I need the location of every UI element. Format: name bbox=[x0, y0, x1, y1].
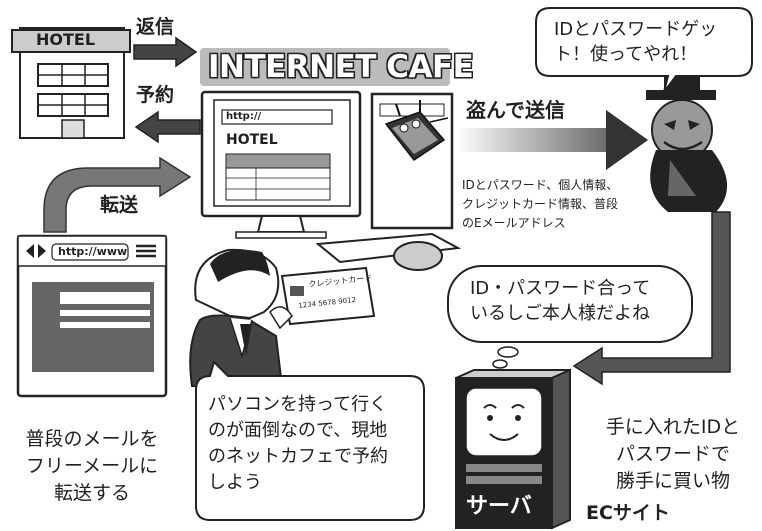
steal-send-arrow bbox=[456, 110, 648, 170]
ec-site-label: ECサイト bbox=[586, 502, 670, 524]
booking-label: 予約 bbox=[136, 84, 175, 106]
user-character bbox=[189, 248, 284, 387]
internet-cafe-banner bbox=[200, 48, 450, 86]
forward-arrow bbox=[43, 156, 192, 233]
steal-send-label: 盗んで送信 bbox=[466, 98, 565, 122]
forward-label: 転送 bbox=[100, 194, 139, 216]
purchase-caption: 手に入れたIDと パスワードで 勝手に買い物 bbox=[584, 414, 762, 495]
cafe-monitor bbox=[200, 90, 362, 239]
stolen-info-line-1: IDとパスワード、個人情報、 bbox=[462, 178, 619, 192]
webmail-caption: 普段のメールを フリーメールに 転送する bbox=[0, 426, 184, 507]
hotel-building-icon bbox=[11, 27, 131, 139]
hacker-speech-bubble bbox=[535, 7, 753, 93]
server-thought-line-2: いるしご本人様だよね bbox=[470, 303, 650, 324]
hacker-character bbox=[646, 60, 728, 212]
hacker-speech-line-2: ト！使ってやれ！ bbox=[554, 44, 698, 65]
stolen-info-line-3: のEメールアドレス bbox=[462, 216, 566, 230]
stolen-info-text: IDとパスワード、個人情報、 クレジットカード情報、普段 のEメールアドレス bbox=[462, 176, 618, 233]
hotel-sign: HOTEL bbox=[36, 30, 96, 49]
purchase-caption-line-3: 勝手に買い物 bbox=[615, 470, 730, 492]
reply-label: 返信 bbox=[136, 16, 175, 38]
server-label: サーバ bbox=[466, 494, 532, 519]
user-speech-line-4: しよう bbox=[208, 472, 262, 493]
spyware-bug-icon bbox=[384, 100, 449, 162]
credit-card bbox=[269, 266, 376, 330]
webmail-caption-line-2: フリーメールに bbox=[25, 455, 159, 477]
webmail-caption-line-3: 転送する bbox=[53, 482, 130, 504]
server-thought-line-1: ID・パスワード合って bbox=[470, 278, 651, 299]
user-speech-line-1: パソコンを持って行く bbox=[208, 394, 388, 415]
monitor-url: http:// bbox=[226, 111, 262, 122]
booking-arrow bbox=[134, 110, 201, 144]
keyboard-and-mouse bbox=[315, 232, 462, 271]
webmail-url: http://www bbox=[58, 245, 128, 258]
stolen-info-line-2: クレジットカード情報、普段 bbox=[462, 197, 619, 211]
user-speech-bubble bbox=[195, 360, 425, 521]
server-thought-text: ID・パスワード合って いるしご本人様だよね bbox=[470, 276, 650, 326]
hacker-speech-line-1: IDとパスワードゲッ bbox=[554, 19, 718, 40]
webmail-window bbox=[16, 234, 168, 398]
monitor-hotel-title: HOTEL bbox=[226, 132, 278, 148]
hacker-speech-text: IDとパスワードゲッ ト！使ってやれ！ bbox=[554, 17, 717, 67]
user-speech-line-3: のネットカフェで予約 bbox=[208, 446, 388, 467]
purchase-caption-line-2: パスワードで bbox=[615, 443, 730, 465]
user-speech-text: パソコンを持って行く のが面倒なので、現地 のネットカフェで予約 しよう bbox=[208, 392, 388, 496]
server-tower bbox=[455, 368, 571, 530]
user-speech-line-2: のが面倒なので、現地 bbox=[208, 420, 388, 441]
webmail-caption-line-1: 普段のメールを bbox=[25, 428, 159, 450]
reply-arrow bbox=[133, 36, 198, 68]
purchase-caption-line-1: 手に入れたIDと bbox=[605, 416, 741, 438]
to-ecsite-arrow bbox=[572, 211, 731, 386]
server-thought-bubble bbox=[447, 265, 693, 369]
internet-cafe-sign: INTERNET CAFE bbox=[208, 49, 474, 85]
